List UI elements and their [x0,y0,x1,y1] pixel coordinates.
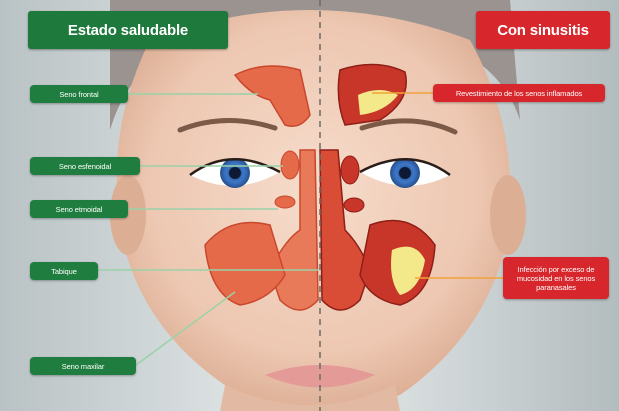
label-mucus-infection-line2: mucosidad en los senos [517,274,595,283]
label-maxillary-sinus: Seno maxilar [30,357,136,375]
sphenoid-sinus-healthy [281,151,299,179]
ethmoid-sinus-healthy [275,196,295,208]
label-frontal-sinus: Seno frontal [30,85,128,103]
label-inflamed-lining: Revestimiento de los senos inflamados [433,84,605,102]
sphenoid-sinus-inflamed [341,156,359,184]
label-mucus-infection-line1: Infección por exceso de [518,265,595,274]
right-ear [490,175,526,255]
sinusitis-header: Con sinusitis [476,11,610,49]
label-mucus-infection: Infección por exceso de mucosidad en los… [503,257,609,299]
label-ethmoid-sinus: Seno etmoidal [30,200,128,218]
label-septum: Tabique [30,262,98,280]
ethmoid-sinus-inflamed [344,198,364,212]
healthy-state-header: Estado saludable [28,11,228,49]
label-mucus-infection-line3: paranasales [536,283,576,292]
label-sphenoid-sinus: Seno esfenoidal [30,157,140,175]
